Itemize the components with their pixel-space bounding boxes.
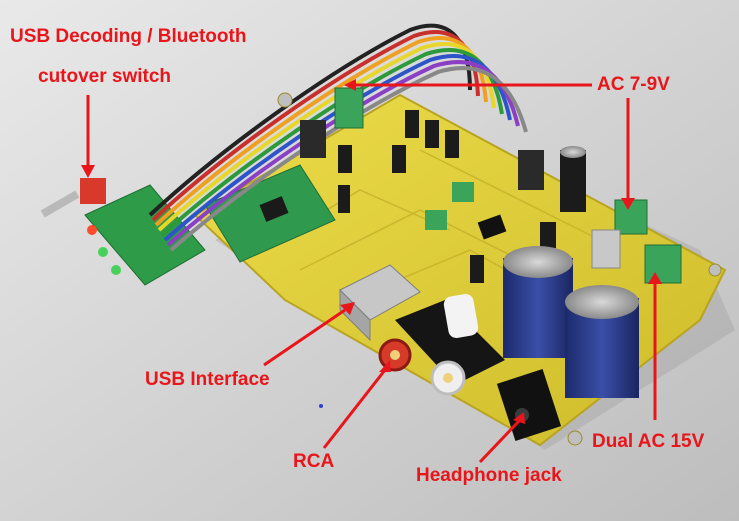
- label-usb-interface: USB Interface: [145, 369, 270, 390]
- terminal-ac-7-9v: [334, 87, 364, 129]
- led-green-2: [111, 265, 121, 275]
- regulator-1: [300, 120, 326, 158]
- toggle-lever: [40, 190, 80, 218]
- rca-white-housing: [443, 293, 479, 339]
- annotation-lines: [86, 83, 657, 464]
- label-dual-ac-15v: Dual AC 15V: [592, 431, 705, 452]
- terminal-dual-ac-1: [614, 199, 648, 235]
- led-red: [87, 225, 97, 235]
- headphone-jack-body: [496, 369, 562, 441]
- led-green-1: [98, 247, 108, 257]
- label-rca: RCA: [293, 451, 335, 472]
- terminal-dual-ac-2: [644, 244, 682, 284]
- terminal-mid-1: [452, 182, 474, 202]
- regulator-2: [518, 150, 544, 190]
- usb-connector-front: [339, 288, 371, 342]
- big-capacitor-1-top: [503, 246, 573, 278]
- mounting-holes: [277, 92, 722, 446]
- blue-dot: [319, 404, 323, 408]
- small-capacitors: [338, 110, 556, 283]
- medium-capacitor-top: [560, 146, 586, 158]
- opamp-chip: [477, 214, 507, 240]
- label-usb-decoding-bluetooth: USB Decoding / Bluetooth: [10, 26, 247, 47]
- rca-red-center: [390, 350, 400, 360]
- toggle-switch: [80, 178, 106, 204]
- terminal-mid-2: [425, 210, 447, 230]
- switch-board: [84, 184, 206, 286]
- label-headphone-jack: Headphone jack: [416, 465, 562, 486]
- rca-block: [395, 300, 505, 385]
- rca-white-center: [443, 373, 453, 383]
- medium-capacitor: [560, 150, 586, 212]
- big-capacitor-2-top: [565, 285, 639, 319]
- label-ac-7-9v: AC 7-9V: [597, 74, 670, 95]
- regulator-3: [591, 229, 621, 269]
- annotation-arrowheads: [81, 79, 662, 424]
- decoder-chip: [259, 196, 289, 222]
- label-cutover-switch: cutover switch: [38, 66, 172, 87]
